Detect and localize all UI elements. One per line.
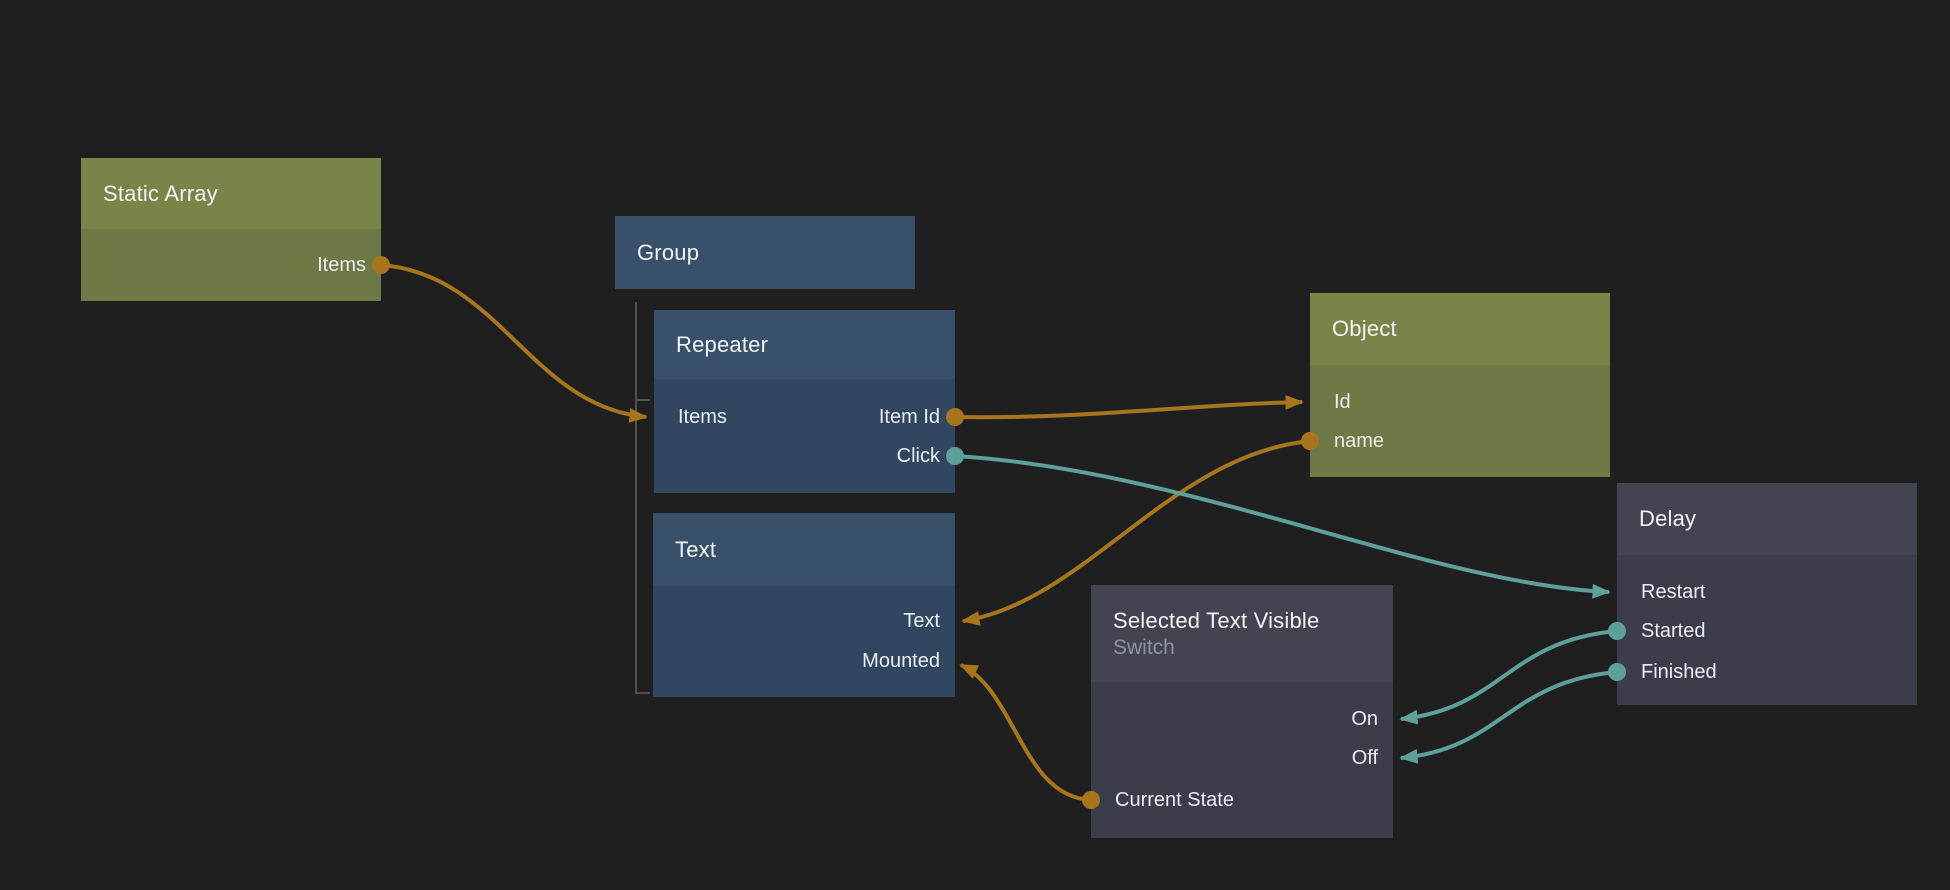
node-title: Selected Text Visible — [1113, 607, 1320, 633]
node-body — [1091, 682, 1393, 838]
wire-name-to-text[interactable] — [961, 439, 1311, 626]
wire-click-to-restart[interactable] — [954, 454, 1611, 599]
port-switch-on[interactable]: On — [1351, 708, 1378, 730]
wire-itemid-to-id[interactable] — [954, 395, 1304, 420]
node-title: Group — [637, 239, 700, 265]
node-body — [653, 586, 955, 697]
port-text-text[interactable]: Text — [903, 610, 940, 632]
wire-items-to-repeater[interactable] — [380, 263, 648, 423]
node-title: Object — [1332, 316, 1397, 341]
port-object-name[interactable]: name — [1334, 430, 1385, 452]
port-dot-delay-started[interactable] — [1608, 622, 1626, 640]
node-body — [1617, 555, 1917, 705]
port-text-mounted[interactable]: Mounted — [862, 650, 940, 672]
node-body — [1310, 365, 1610, 477]
port-dot-static-array-items[interactable] — [372, 256, 390, 274]
port-repeater-items[interactable]: Items — [678, 406, 727, 428]
node-group[interactable]: Group — [615, 216, 915, 289]
node-subtitle: Switch — [1113, 635, 1175, 659]
node-header[interactable]: Group — [615, 216, 915, 289]
wire-state-to-mounted[interactable] — [959, 663, 1092, 802]
port-switch-current-state[interactable]: Current State — [1115, 789, 1234, 811]
node-header[interactable]: Delay — [1617, 483, 1917, 555]
port-repeater-item-id[interactable]: Item Id — [878, 406, 940, 428]
node-body — [654, 379, 955, 493]
node-body — [81, 229, 381, 301]
node-title: Repeater — [676, 331, 769, 357]
port-delay-started[interactable]: Started — [1641, 620, 1706, 642]
wire-started-to-on[interactable] — [1399, 629, 1618, 725]
group-child-connector-trunk — [635, 302, 650, 694]
node-header[interactable]: Text — [653, 513, 955, 586]
port-delay-finished[interactable]: Finished — [1641, 661, 1717, 683]
port-dot-repeater-click[interactable] — [946, 447, 964, 465]
port-object-id[interactable]: Id — [1334, 391, 1351, 413]
port-repeater-click[interactable]: Click — [896, 445, 940, 467]
node-title: Static Array — [103, 180, 218, 206]
wire-finished-to-off[interactable] — [1399, 670, 1618, 764]
node-header[interactable]: Static Array — [81, 158, 381, 229]
port-dot-delay-finished[interactable] — [1608, 663, 1626, 681]
node-header[interactable]: Object — [1310, 293, 1610, 365]
port-switch-off[interactable]: Off — [1351, 747, 1378, 769]
node-title: Delay — [1639, 506, 1697, 531]
port-dot-repeater-item-id[interactable] — [946, 408, 964, 426]
node-header[interactable]: Repeater — [654, 310, 955, 379]
port-delay-restart[interactable]: Restart — [1641, 581, 1706, 603]
port-dot-switch-current-state[interactable] — [1082, 791, 1100, 809]
node-title: Text — [675, 536, 717, 562]
port-static-array-items[interactable]: Items — [317, 254, 366, 276]
port-dot-object-name[interactable] — [1301, 432, 1319, 450]
